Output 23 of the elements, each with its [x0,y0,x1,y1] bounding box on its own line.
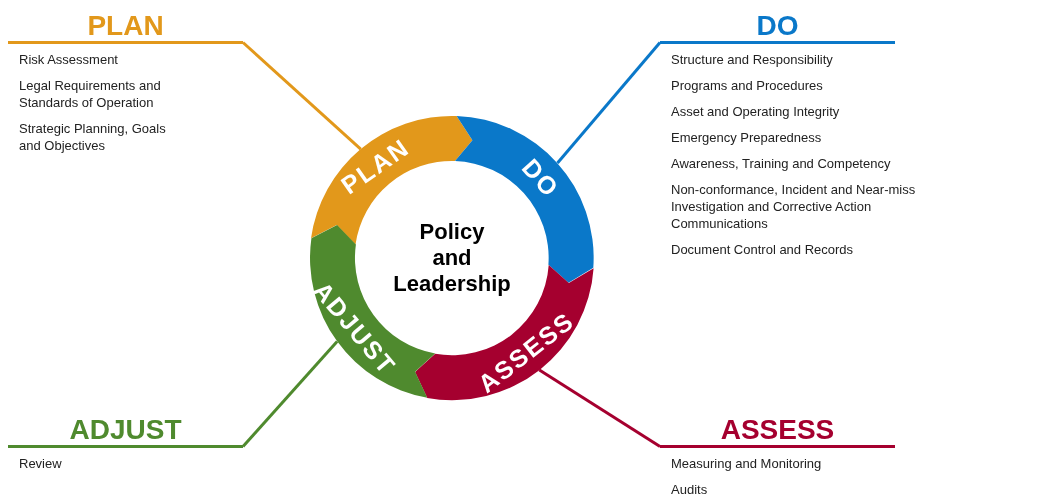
leader-line [556,41,662,164]
topic-item: Risk Assessment [19,51,118,68]
topic-item: Non-conformance, Incident and Near-miss Investigation and Corrective Action Communications [671,181,917,232]
topic-item: Asset and Operating Integrity [671,103,840,120]
topic-item: Programs and Procedures [671,77,823,94]
topic-heading: PLAN [8,10,243,44]
topic-heading: ADJUST [8,414,243,448]
center-title: Policy and Leadership [393,219,512,296]
leader-line [241,340,339,448]
topic-item: Audits [671,481,708,498]
segment-label: DO [516,153,566,203]
topic-item: Structure and Responsibility [671,51,833,68]
leader-line [538,368,661,448]
topic-item: Awareness, Training and Competency [671,155,891,172]
topic-item: Emergency Preparedness [671,129,822,146]
topic-item: Legal Requirements and Standards of Operation [19,77,162,111]
topic-item: Strategic Planning, Goals and Objectives [19,120,167,154]
topic-heading: ASSESS [660,414,895,448]
topic-item: Document Control and Records [671,241,854,258]
topic-heading: DO [660,10,895,44]
topic-item: Review [19,455,62,472]
leader-line [242,41,362,151]
topic-item: Measuring and Monitoring [671,455,822,472]
